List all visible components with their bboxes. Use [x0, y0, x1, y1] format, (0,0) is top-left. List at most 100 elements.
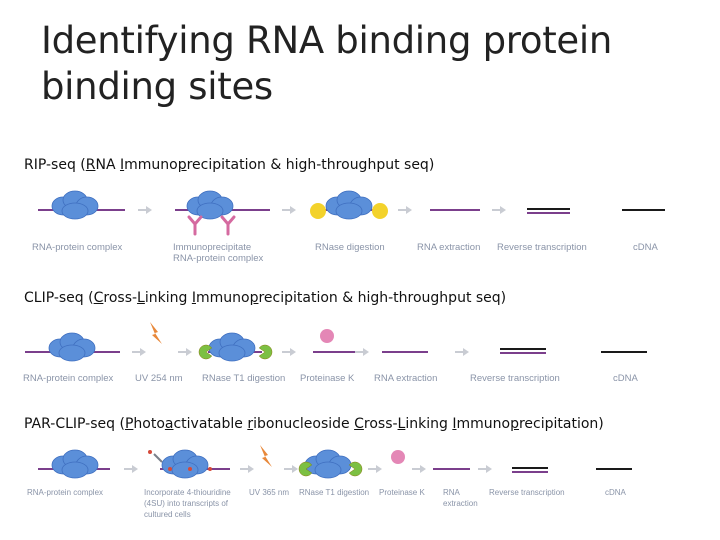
rnase-icon	[310, 203, 326, 219]
heading-part: I	[452, 416, 457, 432]
step-label: cultured cells	[144, 510, 191, 519]
step-label: Proteinase K	[379, 488, 425, 497]
heading-part: mmuno	[195, 290, 250, 306]
enzyme-icon	[298, 461, 313, 477]
heading-part: p	[249, 290, 259, 306]
arrow-head	[420, 465, 426, 473]
step-label: RNase digestion	[315, 242, 385, 253]
par-clip-seq-heading: PAR-CLIP-seq (Photoactivatable ribonucle…	[24, 416, 604, 432]
rnase-icon	[372, 203, 388, 219]
heading-part: C	[354, 416, 364, 432]
incorporation-arrow	[153, 453, 163, 463]
step-label: extraction	[443, 499, 478, 508]
step-label: RNA-protein complex	[27, 488, 103, 497]
heading-part: ross-	[103, 290, 138, 306]
antibody-arm	[226, 215, 236, 226]
arrow-head	[290, 206, 296, 214]
protein-blob	[58, 344, 86, 362]
antibody-arm	[220, 215, 230, 226]
arrow-head	[186, 348, 192, 356]
heading-part: NA	[95, 157, 120, 173]
step-label: Reverse transcription	[489, 488, 565, 497]
enzyme-icon	[348, 461, 363, 477]
antibody-arm	[193, 215, 203, 226]
step-label: RNA-protein complex	[173, 253, 264, 264]
antibody-icon	[187, 215, 203, 236]
thiouridine-dot-icon	[148, 450, 152, 454]
heading-part: P	[124, 416, 134, 432]
arrow-head	[146, 206, 152, 214]
heading-part: p	[177, 157, 187, 173]
heading-part: CLIP-seq (	[24, 290, 94, 306]
antibody-icon	[220, 215, 236, 236]
heading-part: ross-	[363, 416, 398, 432]
arrow-head	[363, 348, 369, 356]
heading-part: R	[85, 157, 96, 173]
step-label: cDNA	[605, 488, 627, 497]
heading-part: C	[93, 290, 104, 306]
heading-part: L	[397, 416, 406, 432]
step-label: Incorporate 4-thiouridine	[144, 488, 231, 497]
heading-part: hoto	[133, 416, 165, 432]
protein-blob	[314, 461, 342, 479]
arrow-head	[248, 465, 254, 473]
protein-blob	[171, 461, 199, 479]
protein-blob	[218, 344, 246, 362]
heading-part: ctivatable	[173, 416, 248, 432]
heading-part: a	[164, 416, 174, 432]
protein-complex	[186, 190, 234, 220]
heading-part: I	[191, 290, 196, 306]
arrow-head	[292, 465, 298, 473]
rip-seq-heading: RIP-seq (RNA Immunoprecipitation & high-…	[24, 157, 434, 173]
arrow-head	[486, 465, 492, 473]
antibody-arm	[187, 215, 197, 226]
step-label: RNA extraction	[374, 373, 437, 384]
uv-lightning-icon	[150, 322, 162, 344]
step-label: RNA	[443, 488, 461, 497]
heading-part: L	[137, 290, 145, 306]
protein-complex	[48, 332, 96, 362]
protein-complex	[304, 449, 352, 479]
heading-part: I	[119, 157, 125, 173]
heading-part: p	[510, 416, 519, 432]
step-label: RNA extraction	[417, 242, 480, 253]
step-label: cDNA	[633, 242, 658, 253]
thiouridine-dot-icon	[208, 467, 212, 471]
protein-blob	[61, 461, 89, 479]
protein-complex	[51, 449, 99, 479]
clip-seq-heading: CLIP-seq (Cross-Linking Immunoprecipitat…	[24, 290, 506, 306]
thiouridine-dot-icon	[188, 467, 192, 471]
step-label: RNA-protein complex	[32, 242, 123, 253]
step-label: Proteinase K	[300, 373, 355, 384]
arrow-head	[463, 348, 469, 356]
heading-part: PAR-CLIP-seq (	[24, 416, 125, 432]
arrow-head	[140, 348, 146, 356]
step-label: Reverse transcription	[470, 373, 560, 384]
heading-part: inking	[405, 416, 453, 432]
protein-blob	[335, 202, 363, 220]
proteinase-k-icon	[320, 329, 334, 343]
enzyme-icon	[258, 344, 273, 360]
protein-complex	[51, 190, 99, 220]
step-label: UV 254 nm	[135, 373, 183, 384]
uv-lightning-icon	[260, 445, 272, 467]
heading-part: recipitation)	[518, 416, 604, 432]
step-label: RNase T1 digestion	[202, 373, 285, 384]
par-clip-seq-diagram: RNA-protein complex Incorporate 4-thiouri…	[27, 445, 632, 519]
step-label: UV 365 nm	[249, 488, 289, 497]
heading-part: r	[247, 416, 254, 432]
heading-part: recipitation & high-throughput seq)	[186, 157, 435, 173]
arrow-head	[500, 206, 506, 214]
step-label: Reverse transcription	[497, 242, 587, 253]
heading-part: mmuno	[456, 416, 511, 432]
thiouridine-dot-icon	[168, 467, 172, 471]
step-label: RNase T1 digestion	[299, 488, 369, 497]
arrow-head	[376, 465, 382, 473]
protein-blob	[61, 202, 89, 220]
protein-blob	[196, 202, 224, 220]
protein-complex	[325, 190, 373, 220]
title-line-2: binding sites	[41, 65, 273, 108]
